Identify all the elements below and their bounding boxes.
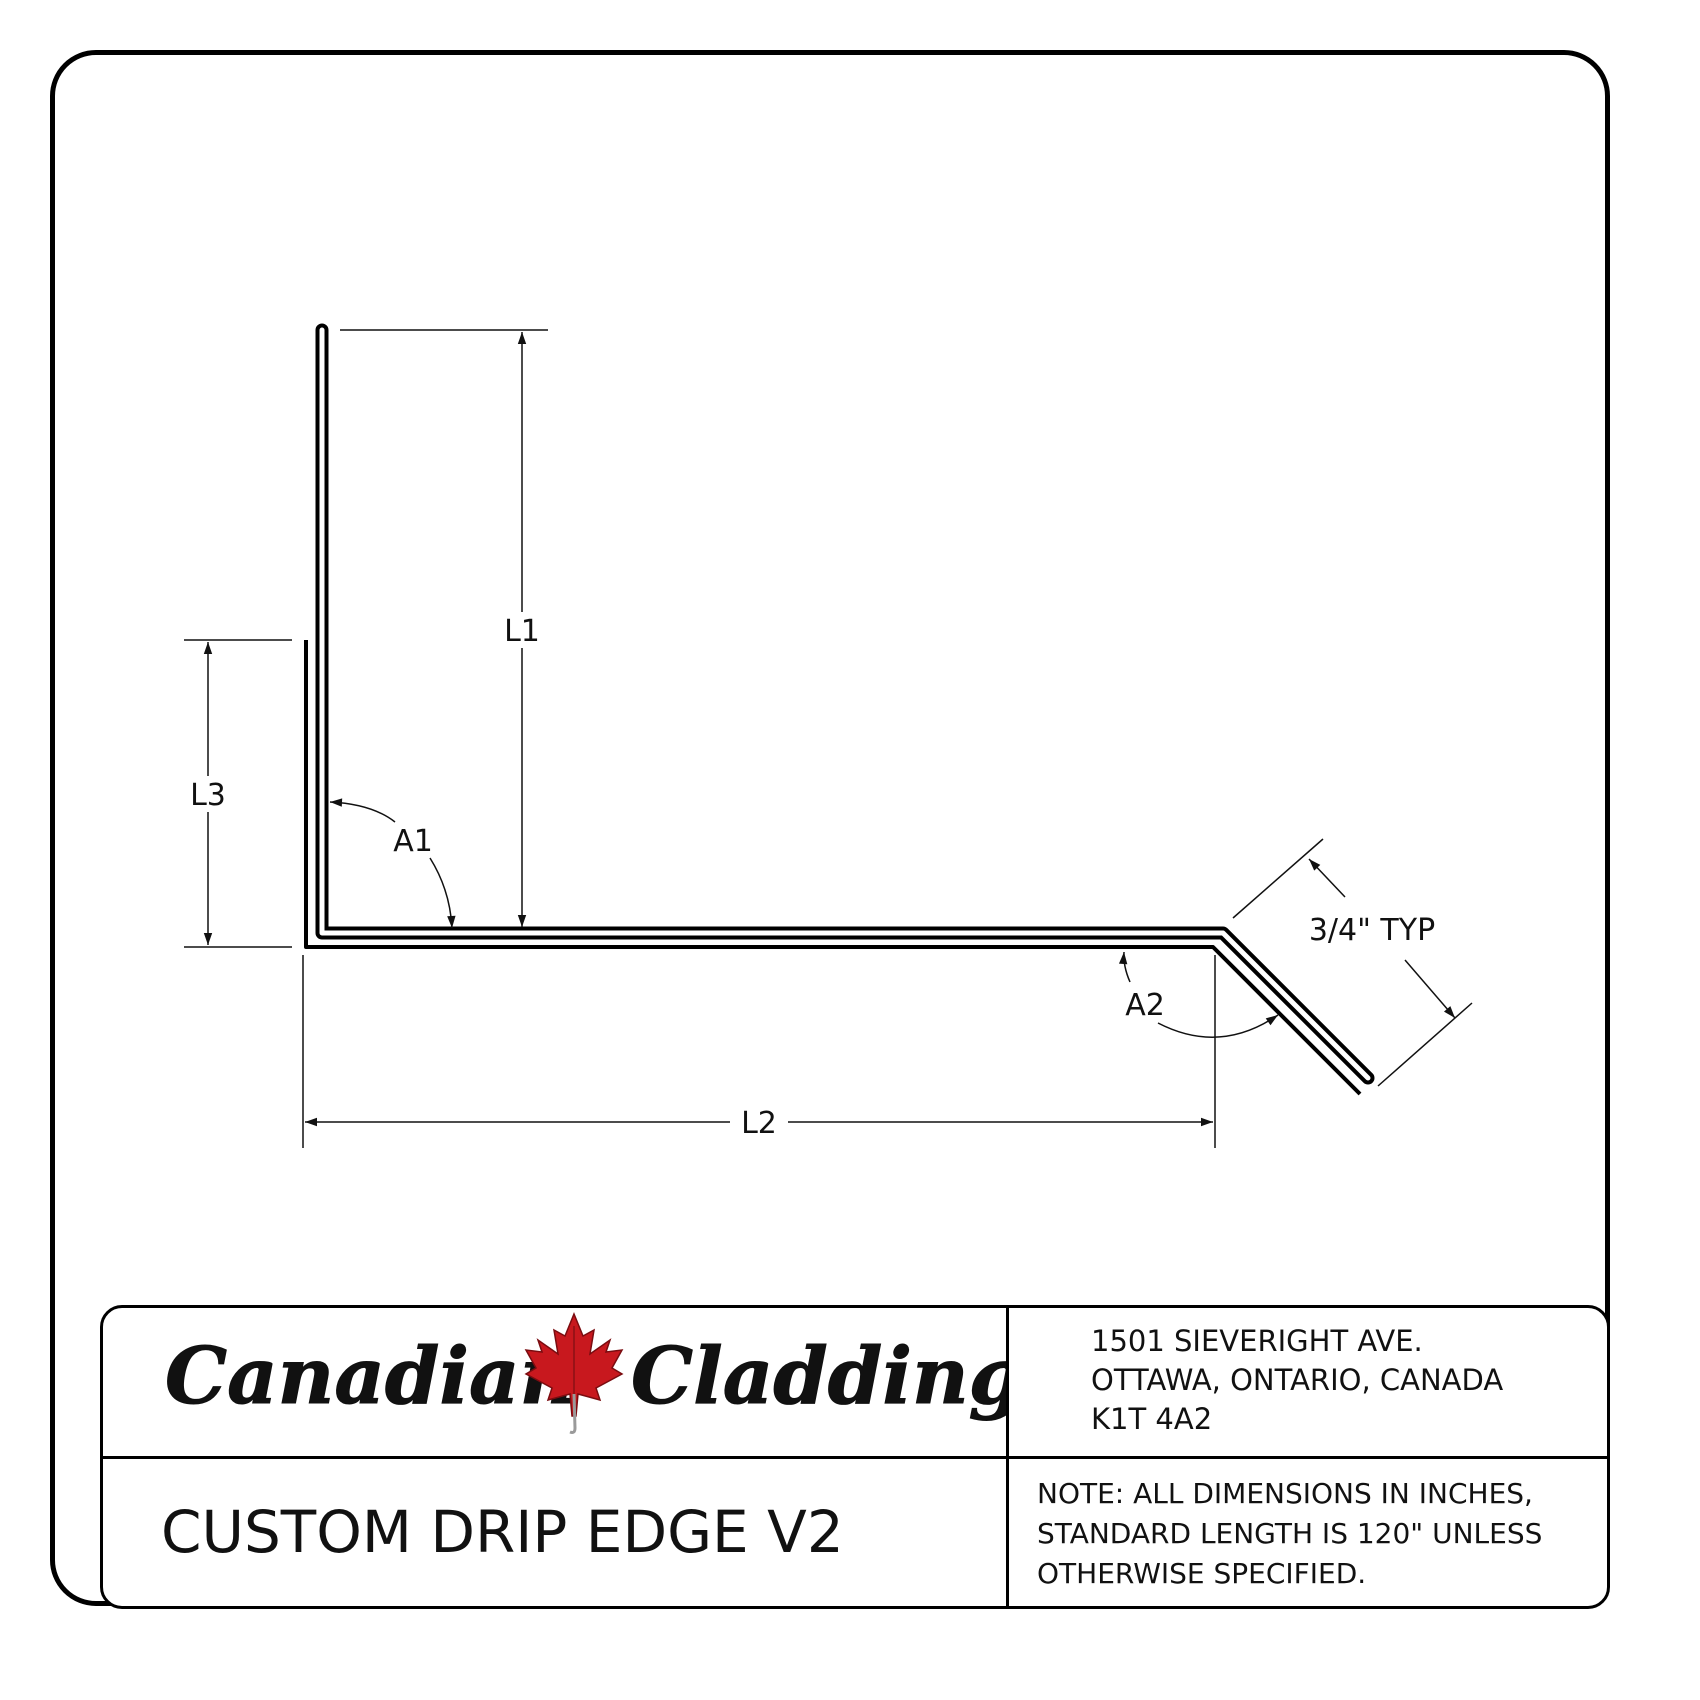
address-line-2: OTTAWA, ONTARIO, CANADA: [1091, 1363, 1504, 1397]
label-a2: A2: [1125, 988, 1165, 1023]
angle-a2: A2: [1118, 951, 1279, 1038]
company-logo: Canadian Cladding: [103, 1308, 1024, 1456]
dimension-l2: L2: [305, 1106, 1213, 1141]
company-address: 1501 SIEVERIGHT AVE. OTTAWA, ONTARIO, CA…: [1091, 1322, 1503, 1439]
logo-word-cladding: Cladding: [631, 1331, 1006, 1422]
dimension-note: NOTE: ALL DIMENSIONS IN INCHES, STANDARD…: [1037, 1474, 1597, 1594]
label-l3: L3: [190, 778, 226, 813]
dimension-typ: 3/4" TYP: [1308, 858, 1456, 1019]
address-line-3: K1T 4A2: [1091, 1402, 1213, 1436]
label-a1: A1: [393, 824, 433, 859]
dimension-l3: L3: [190, 642, 226, 945]
label-l2: L2: [741, 1106, 777, 1141]
note-line-3: OTHERWISE SPECIFIED.: [1037, 1557, 1367, 1590]
address-line-1: 1501 SIEVERIGHT AVE.: [1091, 1324, 1423, 1358]
extension-lines: [184, 329, 1473, 1148]
note-line-2: STANDARD LENGTH IS 120" UNLESS: [1037, 1517, 1543, 1550]
label-l1: L1: [504, 614, 540, 649]
title-block: Canadian Cladding 1501 SIEVERIGHT AVE. O…: [100, 1305, 1610, 1609]
title-block-divider-horizontal: [103, 1456, 1607, 1459]
drip-edge-profile: [304, 323, 1375, 1096]
note-line-1: NOTE: ALL DIMENSIONS IN INCHES,: [1037, 1477, 1533, 1510]
maple-leaf-icon: [524, 1312, 624, 1434]
label-typ: 3/4" TYP: [1309, 913, 1435, 948]
drawing-title: CUSTOM DRIP EDGE V2: [161, 1498, 844, 1566]
angle-a1: A1: [329, 798, 456, 929]
logo-word-canadian: Canadian: [165, 1331, 576, 1422]
dimension-l1: L1: [504, 332, 540, 927]
